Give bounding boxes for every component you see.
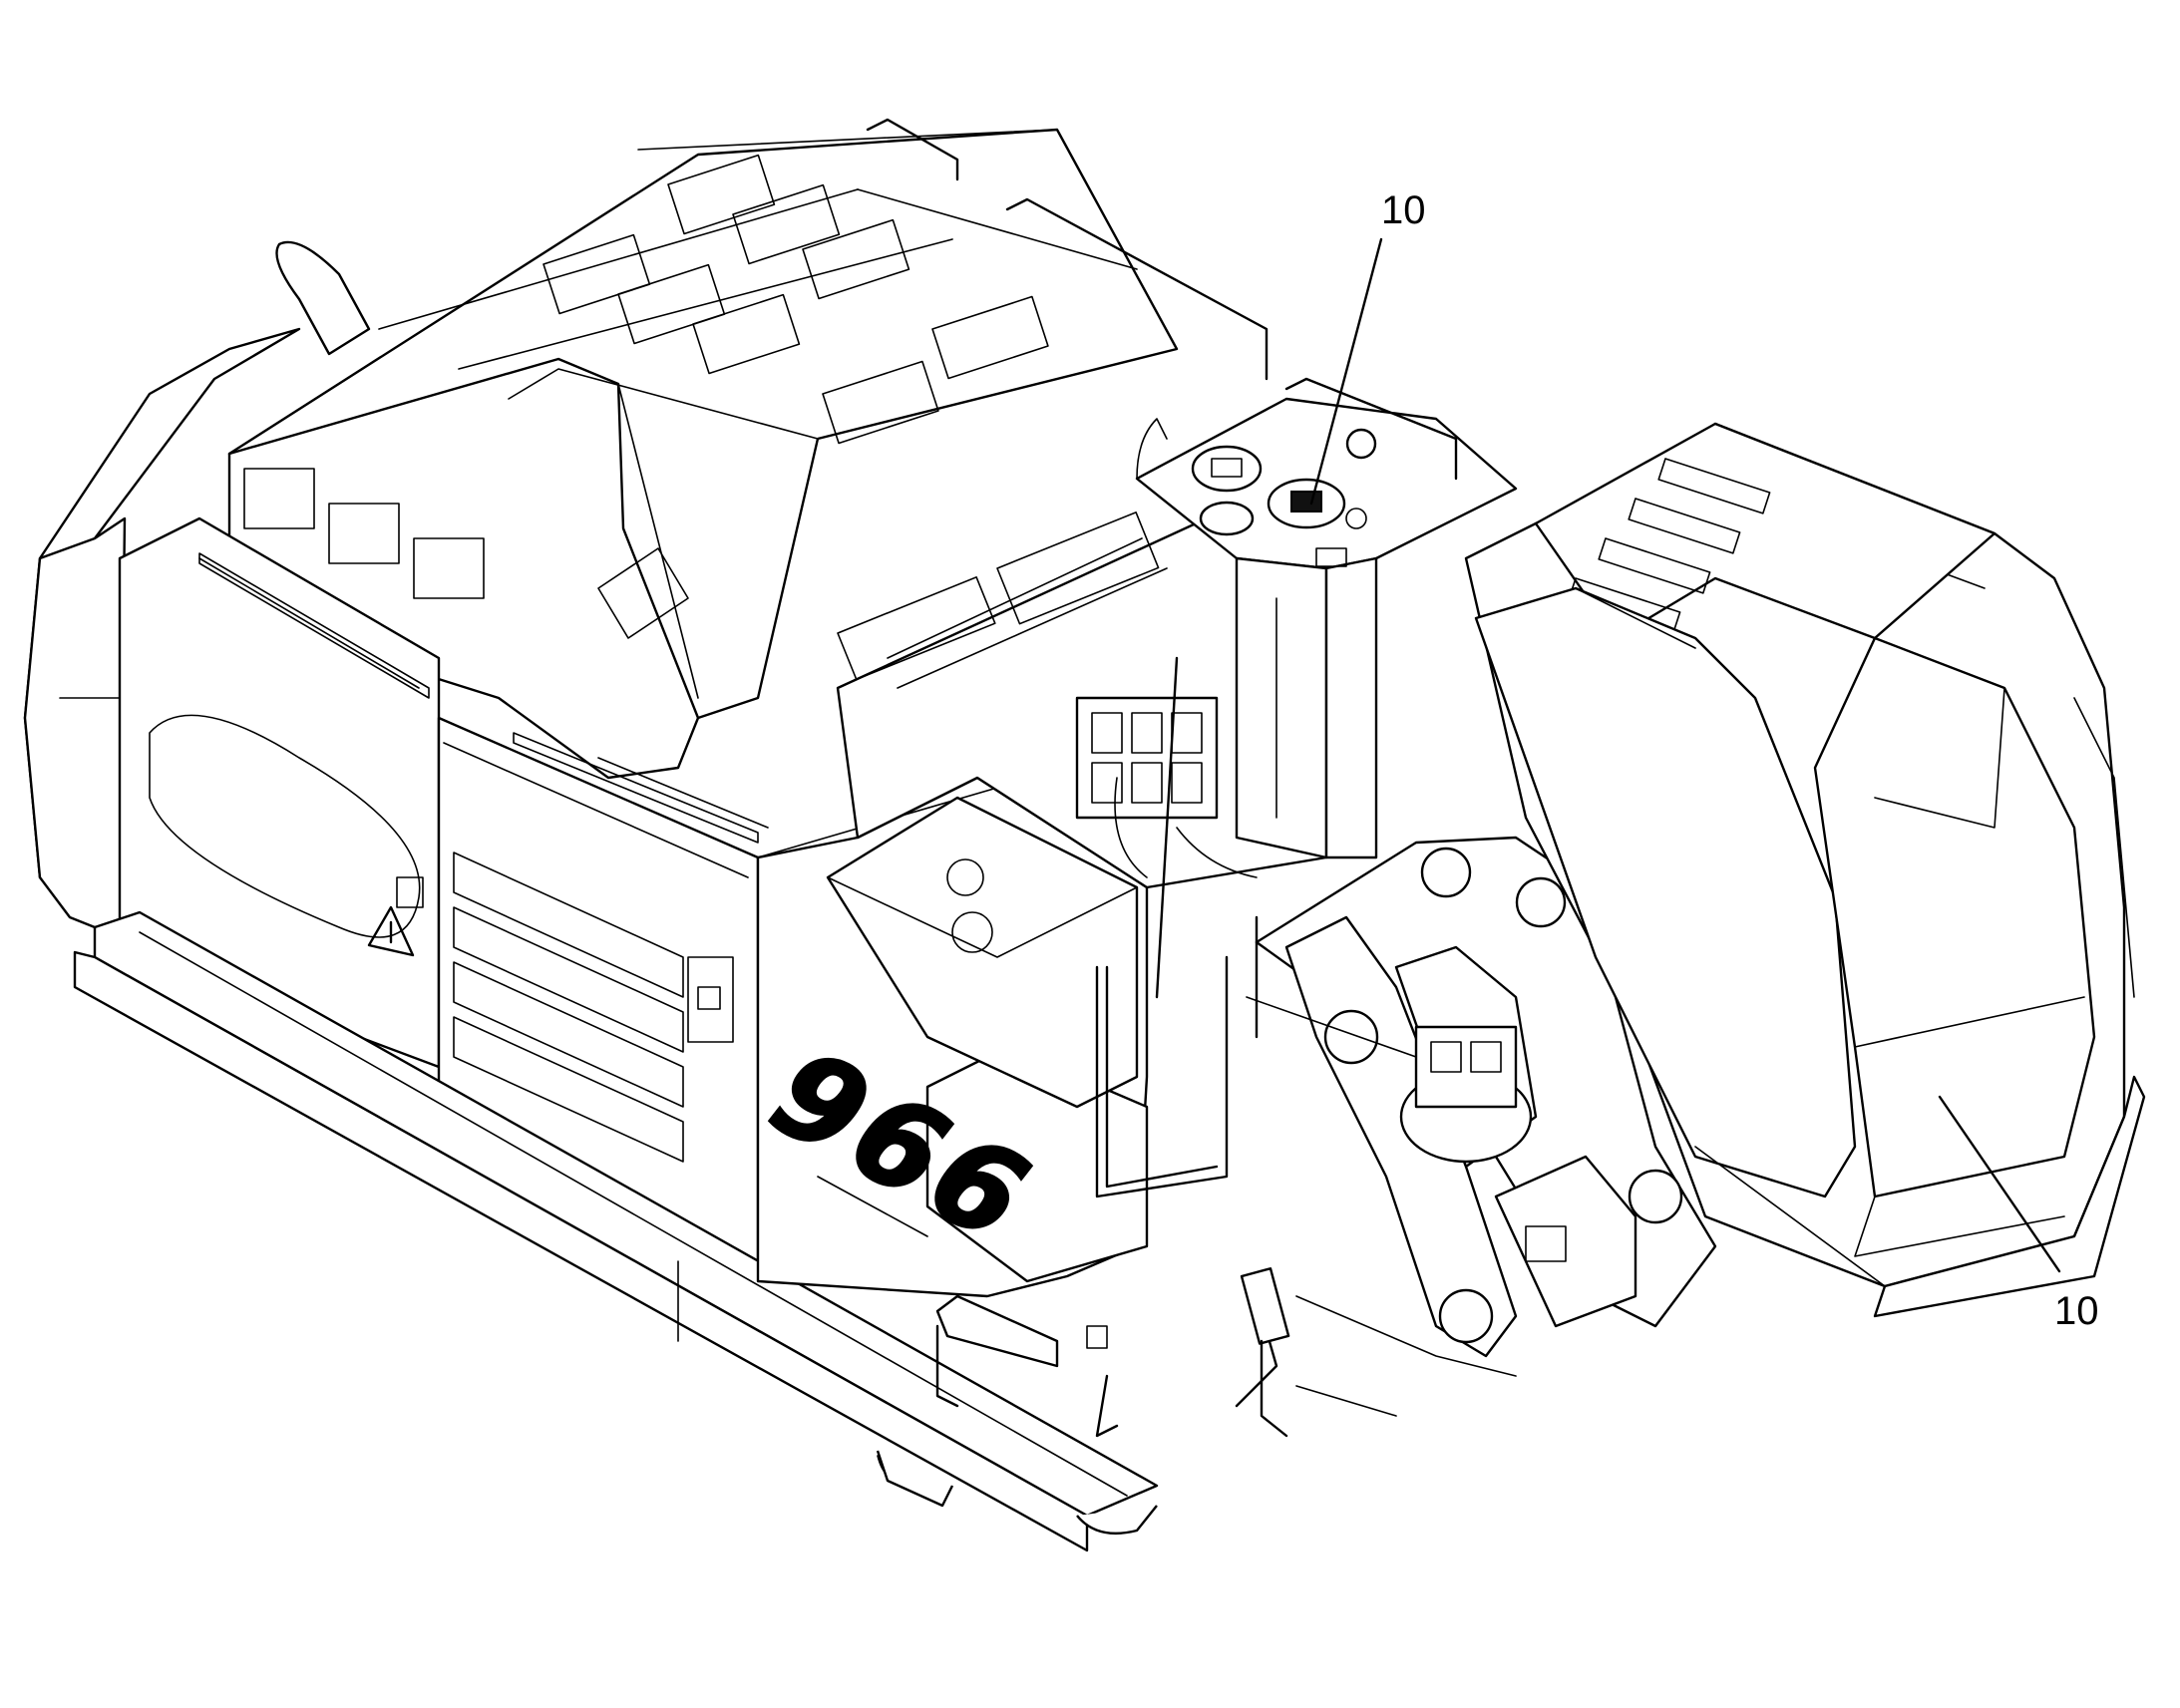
cab-side-window (1474, 586, 1857, 1198)
engine-hood (227, 128, 1179, 780)
operator-cab (1464, 422, 2146, 1318)
roof-hatches (1568, 458, 1771, 634)
door-louvres (453, 852, 684, 1163)
side-mirror (1240, 1267, 1290, 1438)
warning-triangle-icon (367, 905, 415, 957)
swing-motor (1399, 1025, 1533, 1164)
control-valve-block (836, 512, 1328, 889)
callout-2: 10 (1938, 1095, 2099, 1333)
side-air-vents (198, 552, 769, 844)
exhaust-stack (275, 240, 371, 356)
callout-1: 10 (1309, 188, 1426, 506)
callout-leader-1 (1309, 237, 1383, 506)
callout-label-2: 10 (2054, 1289, 2099, 1333)
hydraulic-tank (826, 796, 1139, 1109)
step-grab-handle (876, 1450, 954, 1508)
callout-leader-2 (1938, 1095, 2061, 1273)
operator-console-pillar (1135, 397, 1518, 859)
hood-vent-grills (543, 154, 1049, 445)
counterweight (23, 327, 301, 939)
hydraulic-valve-stack (1075, 696, 1289, 878)
body-front-handle (935, 1294, 1108, 1368)
walkway-step (73, 910, 1159, 1552)
left-joystick-boot (1191, 445, 1263, 493)
callout-label-1: 10 (1381, 188, 1426, 232)
